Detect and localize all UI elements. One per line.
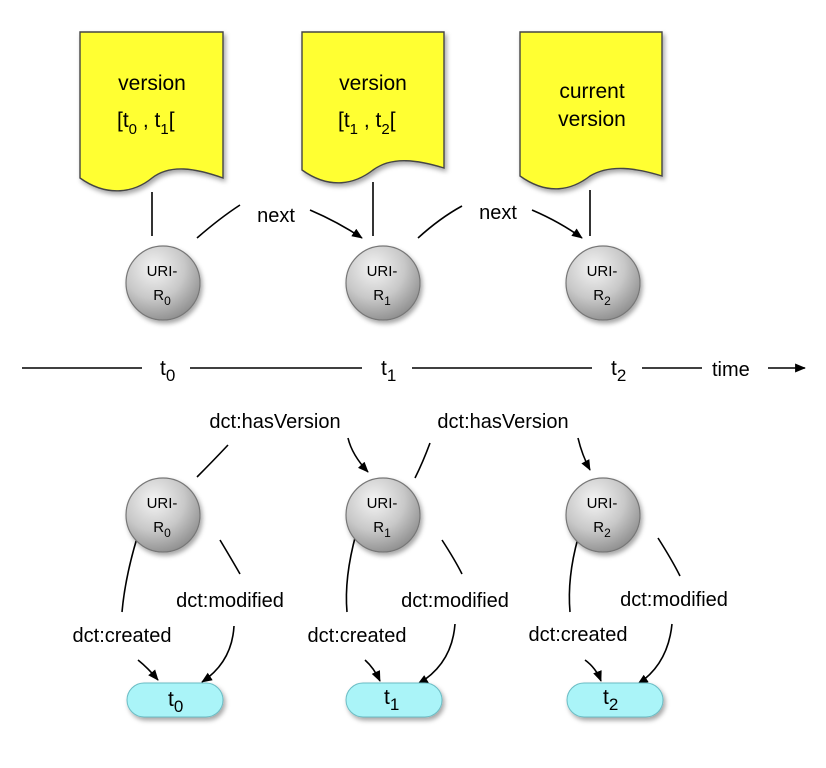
literal-value: t0: [168, 688, 183, 716]
document-title: version: [118, 72, 186, 95]
node-id: R1: [373, 287, 391, 308]
has-version-label-0: dct:hasVersion: [209, 411, 340, 433]
document-current: current version: [519, 31, 663, 190]
modified-edge-0-end: [201, 625, 235, 683]
has-version-edge-1-start: [414, 442, 431, 479]
edges: [22, 182, 806, 685]
has-version-edge-0-start: [196, 444, 229, 478]
next-label-0: next: [257, 205, 295, 227]
created-edge-2-end: [584, 659, 602, 682]
modified-edge-1-start: [441, 539, 463, 575]
timeline-tick-1: t1: [381, 357, 396, 385]
literal-1: t1: [345, 682, 443, 718]
timeline-tick-2: t2: [611, 357, 626, 385]
document-interval: [t0 , t1[: [117, 109, 175, 138]
next-edge-0-start: [196, 204, 241, 239]
node-id: R2: [593, 519, 611, 540]
top-node-0: URI- R0: [125, 245, 201, 321]
created-edge-1-start: [345, 533, 357, 613]
created-label-0: dct:created: [73, 625, 172, 647]
node-prefix: URI-: [587, 263, 618, 280]
modified-edge-1-end: [417, 623, 456, 685]
document-title: version: [339, 72, 407, 95]
created-label-2: dct:created: [529, 624, 628, 646]
modified-edge-2-start: [657, 537, 681, 577]
node-prefix: URI-: [147, 263, 178, 280]
created-edge-0-start: [121, 537, 138, 613]
has-version-label-1: dct:hasVersion: [437, 411, 568, 433]
time-axis-label: time: [712, 359, 750, 381]
created-edge-2-start: [568, 537, 579, 613]
document-version-1: version [t1 , t2[: [301, 31, 445, 184]
bottom-node-2: URI- R2: [565, 477, 641, 553]
next-edge-0-end: [309, 209, 363, 239]
literal-value: t1: [384, 686, 399, 714]
next-label-1: next: [479, 202, 517, 224]
document-version-0: version [t0 , t1[: [79, 31, 224, 192]
node-id: R2: [593, 287, 611, 308]
node-prefix: URI-: [367, 263, 398, 280]
top-node-1: URI- R1: [345, 245, 421, 321]
next-edge-1-end: [531, 209, 583, 239]
created-label-1: dct:created: [308, 625, 407, 647]
literal-2: t2: [566, 682, 664, 718]
modified-edge-0-start: [219, 539, 241, 575]
node-prefix: URI-: [367, 495, 398, 512]
node-id: R0: [153, 287, 171, 308]
literal-0: t0: [126, 682, 224, 718]
bottom-node-1: URI- R1: [345, 477, 421, 553]
modified-edge-2-end: [637, 623, 673, 685]
created-edge-1-end: [364, 659, 381, 682]
created-edge-0-end: [137, 659, 159, 681]
bottom-node-0: URI- R0: [125, 477, 201, 553]
node-prefix: URI-: [587, 495, 618, 512]
literal-value: t2: [603, 686, 618, 714]
document-subtitle: version: [558, 108, 626, 131]
document-title: current: [559, 80, 625, 103]
node-id: R1: [373, 519, 391, 540]
top-node-2: URI- R2: [565, 245, 641, 321]
document-interval: [t1 , t2[: [338, 109, 396, 138]
modified-label-0: dct:modified: [176, 590, 284, 612]
node-id: R0: [153, 519, 171, 540]
modified-label-1: dct:modified: [401, 590, 509, 612]
timeline-tick-0: t0: [160, 357, 175, 385]
modified-label-2: dct:modified: [620, 589, 728, 611]
next-edge-1-start: [417, 205, 463, 239]
has-version-edge-0-end: [347, 437, 369, 473]
node-prefix: URI-: [147, 495, 178, 512]
has-version-edge-1-end: [577, 437, 591, 471]
